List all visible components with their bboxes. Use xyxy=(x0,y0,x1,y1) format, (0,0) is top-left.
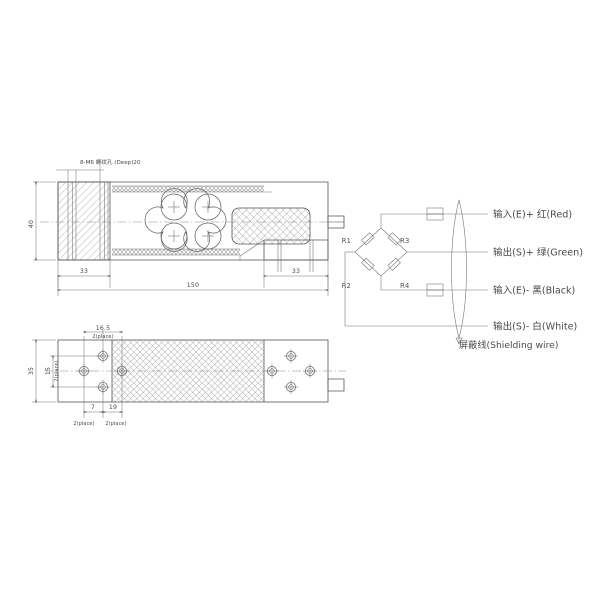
dim-hole-offsets xyxy=(83,371,123,418)
shielding-wire-label: 屏蔽线(Shielding wire) xyxy=(459,339,558,351)
bridge-lead-routing xyxy=(344,213,466,327)
bridge-diamond xyxy=(354,227,408,277)
left-thread-holes xyxy=(67,182,109,260)
thread-note-leader xyxy=(56,165,104,182)
bridge-gauge-elements xyxy=(361,232,401,271)
dim-hole-pitch-165-label: 16.5 xyxy=(96,325,111,332)
dim-hole-offset-2-qty: 2(place) xyxy=(105,421,126,427)
resistor-label-r1: R1 xyxy=(342,237,351,245)
dim-hole-pitch-165-qty: 2(place) xyxy=(92,334,113,340)
cable-sheath xyxy=(451,199,467,345)
tapped-hole xyxy=(303,364,317,378)
right-thread-holes xyxy=(277,240,314,272)
dim-width-overall-35 xyxy=(32,339,56,403)
dim-height-40 xyxy=(33,181,56,261)
left-mounting-block-section xyxy=(58,182,110,260)
bottom-plan-view: 16.5 2(place) 15 2(place) 35 xyxy=(28,325,346,427)
flexure-hole-centres xyxy=(168,201,214,242)
strain-gauge-potting-pocket xyxy=(231,207,311,245)
dim-width-inner-label: 15 xyxy=(45,367,52,375)
dim-hole-offset-2-label: 19 xyxy=(109,404,117,411)
dim-width-inner-qty: 2(place) xyxy=(54,360,60,381)
dim-overall-150 xyxy=(57,276,329,296)
resistor-label-r2: R2 xyxy=(342,282,351,290)
lead-label-signal-negative: 输出(S)- 白(White) xyxy=(493,321,577,333)
resistor-label-r4: R4 xyxy=(400,282,410,290)
right-tapped-hole-group xyxy=(265,349,317,394)
tapped-hole xyxy=(265,364,279,378)
dim-width-inner-15 xyxy=(50,355,103,388)
thread-note-label: 8-M6 螺纹孔 (Deep)20 xyxy=(80,158,141,166)
dim-hole-pitch-165 xyxy=(83,330,123,371)
dim-hole-offset-1-qty: 2(place) xyxy=(73,421,94,427)
dim-height-label: 40 xyxy=(28,220,35,228)
bottom-seal-strip xyxy=(112,249,240,255)
wheatstone-bridge-wiring: R1 R2 R3 R4 xyxy=(342,199,583,351)
compensation-resistors xyxy=(426,207,444,297)
lead-label-signal-positive: 输出(S)+ 绿(Green) xyxy=(493,247,583,259)
dim-hole-offset-1-label: 7 xyxy=(91,404,95,411)
lead-stubs xyxy=(466,213,488,327)
tapped-hole xyxy=(284,349,298,363)
side-elevation-view: 8-M6 螺纹孔 (Deep)20 40 33 33 xyxy=(28,158,346,296)
dim-overall-label: 150 xyxy=(187,282,199,289)
lead-label-excitation-positive: 输入(E)+ 红(Red) xyxy=(493,209,572,221)
dim-right-block-label: 33 xyxy=(292,268,300,275)
flexure-cutout-profile xyxy=(144,188,227,252)
dim-width-overall-label: 35 xyxy=(28,367,35,375)
dim-left-block-label: 33 xyxy=(80,268,88,275)
resistor-label-r3: R3 xyxy=(400,237,409,245)
tapped-hole xyxy=(284,380,298,394)
top-seal-strip xyxy=(112,186,264,192)
bottom-cable-stub xyxy=(327,378,345,392)
lead-label-excitation-negative: 输入(E)- 黑(Black) xyxy=(493,285,575,297)
